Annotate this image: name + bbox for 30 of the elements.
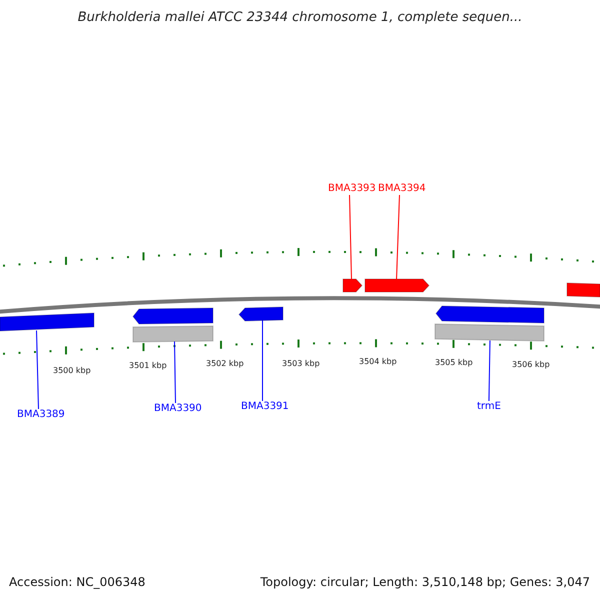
gene-feature: [434, 324, 544, 342]
gene-label: BMA3390: [154, 404, 202, 414]
sequence-summary: Topology: circular; Length: 3,510,148 bp; Genes: 3,047: [260, 576, 590, 588]
scale-label: 3504 kbp: [359, 358, 397, 366]
leader-line: [488, 340, 490, 402]
scale-label: 3505 kbp: [435, 359, 473, 367]
scale-label: 3500 kbp: [53, 367, 91, 375]
diagram-title: Burkholderia mallei ATCC 23344 chromosome 1, complete sequen...: [76, 11, 524, 24]
gene-feature: [566, 282, 600, 298]
gene-label: BMA3393: [328, 184, 376, 194]
gene-label: BMA3394: [378, 184, 426, 194]
gene-feature: [435, 306, 544, 324]
accession-label: Accession: NC_006348: [9, 576, 146, 588]
gene-feature: [132, 326, 214, 342]
leader-line: [174, 341, 176, 404]
gene-label: BMA3389: [17, 410, 65, 420]
scale-label: 3506 kbp: [512, 361, 550, 369]
leader-line: [349, 194, 352, 280]
gene-label: BMA3391: [241, 402, 289, 412]
leader-line: [36, 330, 39, 410]
gene-feature: [342, 278, 363, 292]
scale-label: 3502 kbp: [206, 360, 244, 368]
gene-feature: [238, 306, 284, 322]
scale-label: 3503 kbp: [282, 360, 320, 368]
gene-feature: [0, 312, 94, 332]
leader-line: [396, 194, 400, 280]
gene-label: trmE: [477, 402, 501, 412]
leader-line: [262, 320, 263, 402]
gene-feature: [132, 308, 214, 324]
scale-label: 3501 kbp: [129, 362, 167, 370]
